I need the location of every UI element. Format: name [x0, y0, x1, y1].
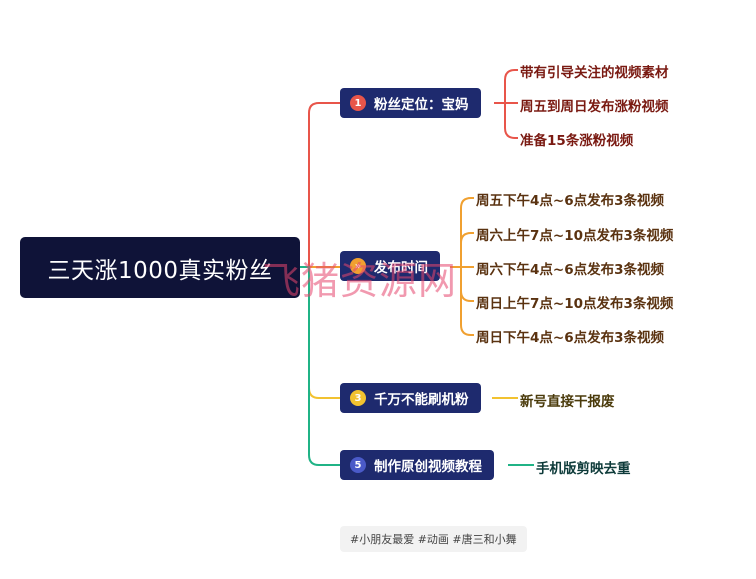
branch-original-tutorial[interactable]: 5 制作原创视频教程 — [340, 450, 494, 480]
leaf-item[interactable]: 周日下午4点~6点发布3条视频 — [476, 330, 664, 346]
leaf-item[interactable]: 新号直接干报废 — [520, 394, 615, 410]
connector-branch-leaf — [460, 232, 474, 267]
leaf-item[interactable]: 手机版剪映去重 — [536, 461, 631, 477]
connector-branch-leaf — [504, 69, 518, 103]
branch-number-badge: 1 — [350, 95, 366, 111]
connector-branch-leaf — [460, 267, 474, 336]
connector-root-branch — [300, 266, 340, 466]
connector-branch-leaf — [460, 267, 474, 302]
branch-number-badge: 5 — [350, 457, 366, 473]
branch-no-fake-fans[interactable]: 3 千万不能刷机粉 — [340, 383, 481, 413]
hashtag-bar: #小朋友最爱 #动画 #唐三和小舞 — [340, 526, 527, 552]
leaf-item[interactable]: 周六下午4点~6点发布3条视频 — [476, 262, 664, 278]
branch-label: 发布时间 — [374, 260, 428, 276]
connector-branch-leaf — [460, 197, 474, 267]
connector-root-branch — [300, 266, 340, 399]
branch-label: 千万不能刷机粉 — [374, 392, 469, 408]
root-title: 三天涨1000真实粉丝 — [47, 257, 273, 284]
leaf-item[interactable]: 周五下午4点~6点发布3条视频 — [476, 193, 664, 209]
branch-label: 粉丝定位：宝妈 — [374, 97, 469, 113]
root-node[interactable]: 三天涨1000真实粉丝 — [20, 237, 300, 298]
branch-number-badge: » — [350, 258, 366, 274]
leaf-item[interactable]: 准备15条涨粉视频 — [520, 133, 634, 149]
branch-label: 制作原创视频教程 — [374, 459, 482, 475]
branch-fan-positioning[interactable]: 1 粉丝定位：宝妈 — [340, 88, 481, 118]
hashtags: #小朋友最爱 #动画 #唐三和小舞 — [350, 533, 517, 546]
leaf-item[interactable]: 周六上午7点~10点发布3条视频 — [476, 228, 674, 244]
connector-branch-leaf — [504, 103, 518, 139]
leaf-item[interactable]: 带有引导关注的视频素材 — [520, 65, 669, 81]
connector-root-branch — [300, 102, 340, 268]
leaf-item[interactable]: 周五到周日发布涨粉视频 — [520, 99, 669, 115]
leaf-item[interactable]: 周日上午7点~10点发布3条视频 — [476, 296, 674, 312]
branch-number-badge: 3 — [350, 390, 366, 406]
branch-publish-time[interactable]: » 发布时间 — [340, 251, 440, 281]
